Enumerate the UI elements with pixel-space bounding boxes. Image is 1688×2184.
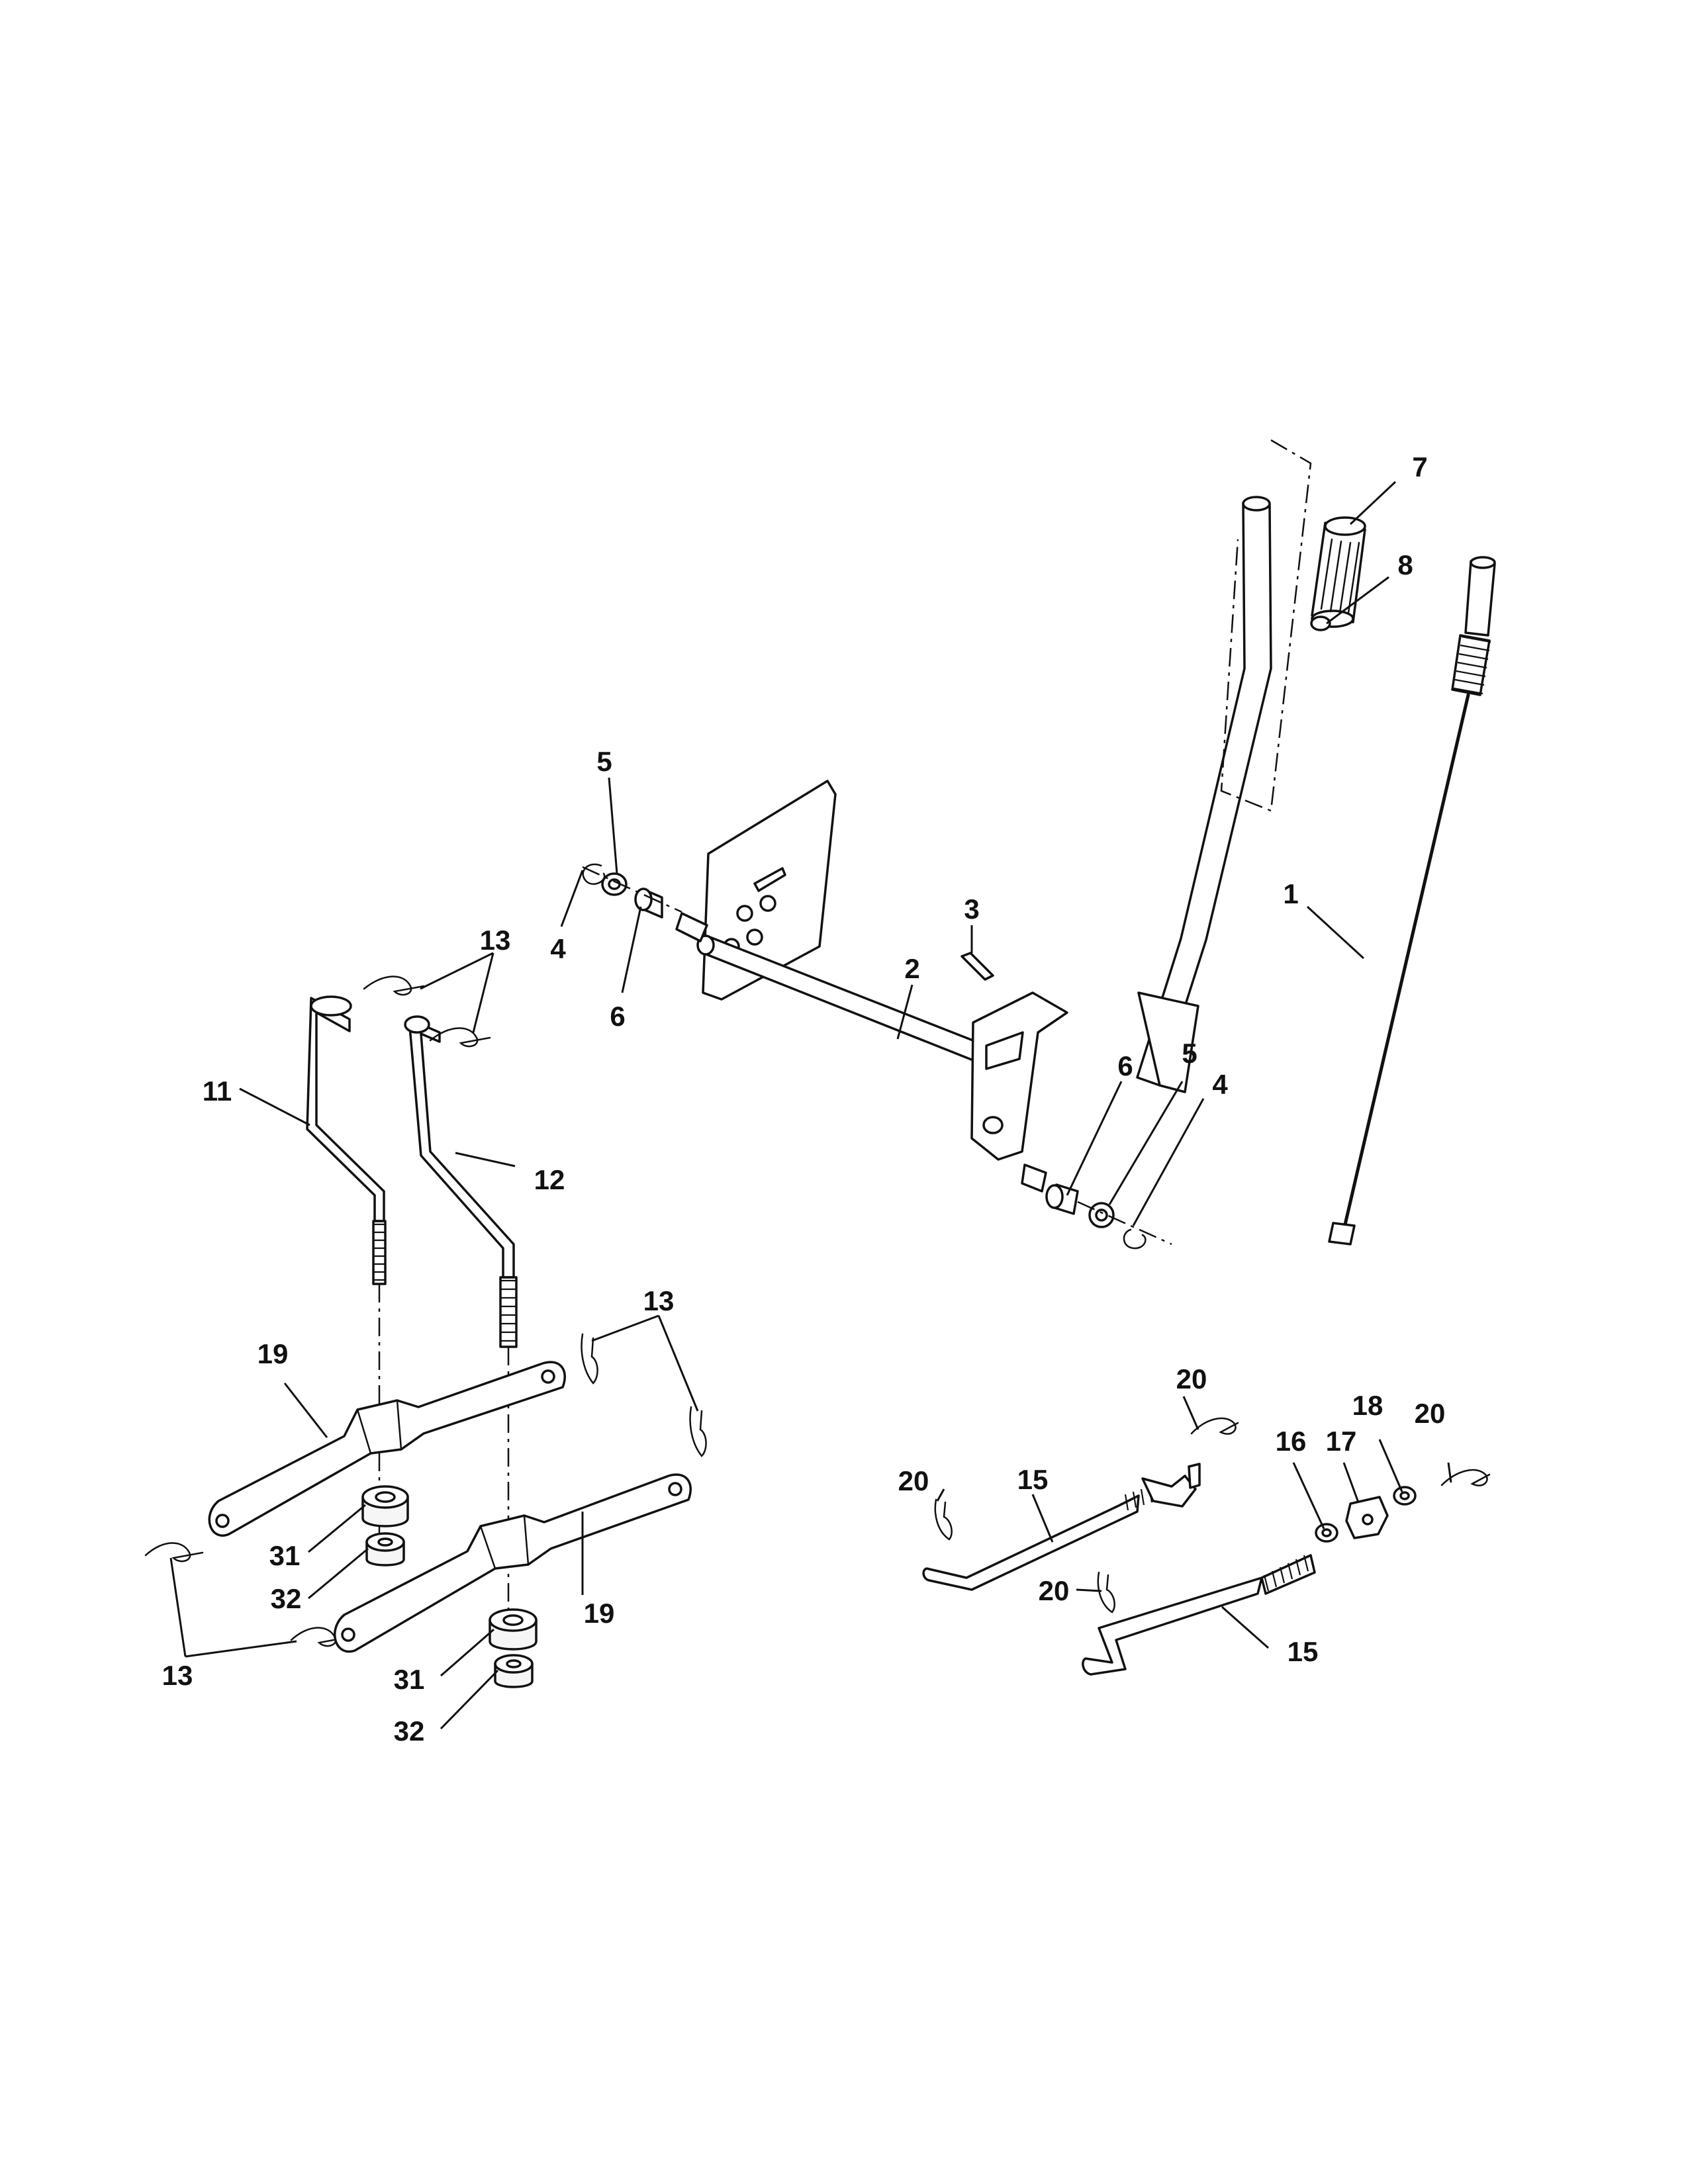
spacer-upper <box>361 1485 409 1527</box>
handle-grip-outline <box>1220 439 1312 812</box>
callout-20-right: 20 <box>1415 1398 1446 1429</box>
hairpin-clip-top-b <box>429 1027 491 1048</box>
callout-4-right: 4 <box>1212 1069 1228 1100</box>
hairpin-clip-20-top <box>1190 1417 1239 1435</box>
shaft-bracket <box>970 991 1068 1161</box>
handle-grip <box>1311 516 1366 628</box>
callout-20-top: 20 <box>1176 1363 1207 1394</box>
lift-link-right <box>404 1015 518 1641</box>
callout-7: 7 <box>1412 451 1427 482</box>
callout-18: 18 <box>1352 1390 1383 1421</box>
hairpin-clip-20-right <box>1440 1469 1491 1486</box>
hairpin-clip-20-lower <box>1097 1571 1115 1614</box>
callout-19-lower: 19 <box>584 1598 615 1629</box>
deck-rod-lower <box>1082 1554 1316 1676</box>
left-hairpin-clip <box>582 863 606 885</box>
callout-2: 2 <box>904 953 919 984</box>
spacer-lower <box>489 1608 538 1651</box>
lift-spring-rod <box>1328 556 1496 1246</box>
trunnion-block <box>1345 1496 1389 1539</box>
callout-5-left: 5 <box>596 746 612 777</box>
right-pin-stub <box>1021 1163 1047 1193</box>
callout-6-left: 6 <box>610 1001 625 1032</box>
callout-20-lower: 20 <box>1039 1575 1070 1606</box>
hairpin-clip-bottom-a <box>144 1542 204 1563</box>
callout-15-lower: 15 <box>1288 1636 1319 1667</box>
callout-17: 17 <box>1326 1426 1357 1457</box>
left-hardware-axis <box>582 866 682 913</box>
callout-labels: 1 2 3 4 5 6 6 5 4 7 8 11 12 13 13 13 19 … <box>162 451 1446 1747</box>
deck-rod-upper <box>922 1463 1201 1591</box>
callout-13-bottom: 13 <box>162 1660 193 1691</box>
right-washer <box>1088 1202 1115 1228</box>
nut-lower <box>494 1654 534 1688</box>
trunnion-nut <box>1393 1486 1417 1506</box>
rod-washer <box>1315 1523 1338 1543</box>
callout-13-mid: 13 <box>643 1285 675 1316</box>
lift-arm-upper <box>208 1361 566 1537</box>
callout-6-right: 6 <box>1117 1050 1133 1081</box>
callout-4-left: 4 <box>550 933 566 964</box>
callout-20-left: 20 <box>898 1465 929 1496</box>
callout-12: 12 <box>534 1164 565 1195</box>
callout-1: 1 <box>1283 878 1298 909</box>
callout-19-upper: 19 <box>258 1338 289 1369</box>
right-hairpin-clip <box>1123 1228 1147 1250</box>
callout-32-lower: 32 <box>394 1715 425 1747</box>
right-bushing <box>1045 1183 1079 1215</box>
callout-11: 11 <box>203 1075 232 1107</box>
callout-16: 16 <box>1276 1426 1307 1457</box>
callout-31-upper: 31 <box>269 1540 301 1571</box>
roll-pin <box>961 952 994 981</box>
callout-13-top: 13 <box>480 925 511 956</box>
callout-5-right: 5 <box>1182 1038 1197 1069</box>
lift-lever-handle <box>1136 496 1272 1093</box>
lift-shaft <box>675 912 988 1064</box>
callout-15-upper: 15 <box>1017 1464 1049 1495</box>
hairpin-clip-20-left <box>934 1498 953 1541</box>
callout-32-upper: 32 <box>271 1583 302 1614</box>
mount-plate <box>702 780 837 1001</box>
lift-arm-lower <box>334 1473 692 1653</box>
callout-31-lower: 31 <box>394 1664 425 1695</box>
callout-8: 8 <box>1397 549 1413 580</box>
handle-cap <box>1310 615 1331 631</box>
right-hardware-axis <box>1077 1201 1172 1246</box>
hairpin-clip-mid-a <box>581 1333 598 1385</box>
hairpin-clip-top-a <box>363 976 425 996</box>
leader-lines <box>169 480 1452 1730</box>
callout-3: 3 <box>964 893 979 925</box>
hairpin-clip-mid-b <box>689 1406 707 1457</box>
nut-upper <box>365 1532 405 1567</box>
